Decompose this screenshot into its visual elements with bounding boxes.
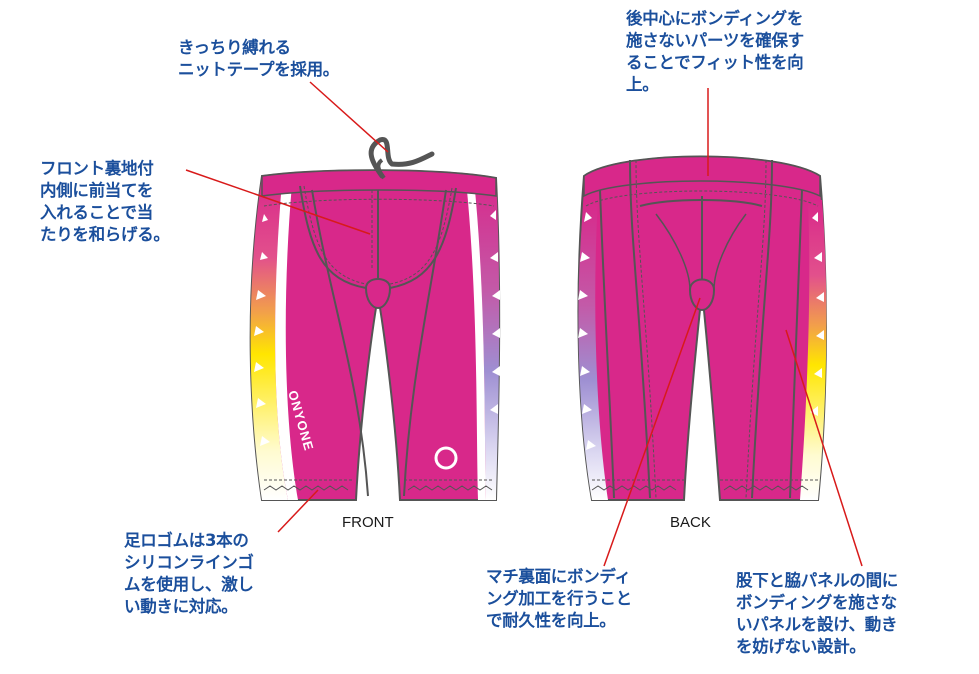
note-back-center: 後中心にボンディングを 施さないパーツを確保す ることでフィット性を向 上。	[626, 9, 804, 94]
drawstring	[368, 137, 435, 179]
front-right-white-stripe	[466, 180, 486, 500]
leader-side-panel	[785, 329, 863, 567]
front-view-label: FRONT	[342, 514, 394, 531]
back-right-side-panel	[800, 200, 827, 500]
back-left-side-panel	[578, 200, 608, 500]
back-shorts	[577, 155, 827, 501]
note-side-panel: 股下と脇パネルの間に ボンディングを施さな いパネルを設け、動き を妨げない設計…	[736, 571, 899, 656]
leader-gusset	[603, 297, 701, 567]
logo-mark-icon	[434, 446, 458, 470]
back-gusset	[688, 278, 716, 312]
back-waistband	[583, 155, 821, 198]
note-front-liner: フロント裏地付 内側に前当てを 入れることで当 たりを和らげる。	[40, 159, 170, 244]
leader-front-liner	[185, 169, 371, 235]
note-leg-gripper: 足ロゴムは3本の シリコンラインゴ ムを使用し、激し い動きに対応。	[124, 531, 254, 616]
front-left-side-panel	[250, 176, 288, 500]
note-gusset: マチ裏面にボンディ ング加工を行うこと で耐久性を向上。	[486, 567, 632, 630]
leader-knit-tape	[309, 81, 389, 153]
leader-lines	[185, 81, 863, 567]
leader-leg-gripper	[277, 489, 319, 533]
note-knit-tape: きっちり縛れる ニットテープを採用。	[178, 38, 340, 79]
back-view-label: BACK	[670, 514, 711, 531]
front-shorts: ONYONE	[249, 137, 501, 501]
front-waistband	[261, 169, 497, 197]
front-gusset	[364, 278, 392, 310]
front-left-white-stripe	[275, 182, 298, 500]
